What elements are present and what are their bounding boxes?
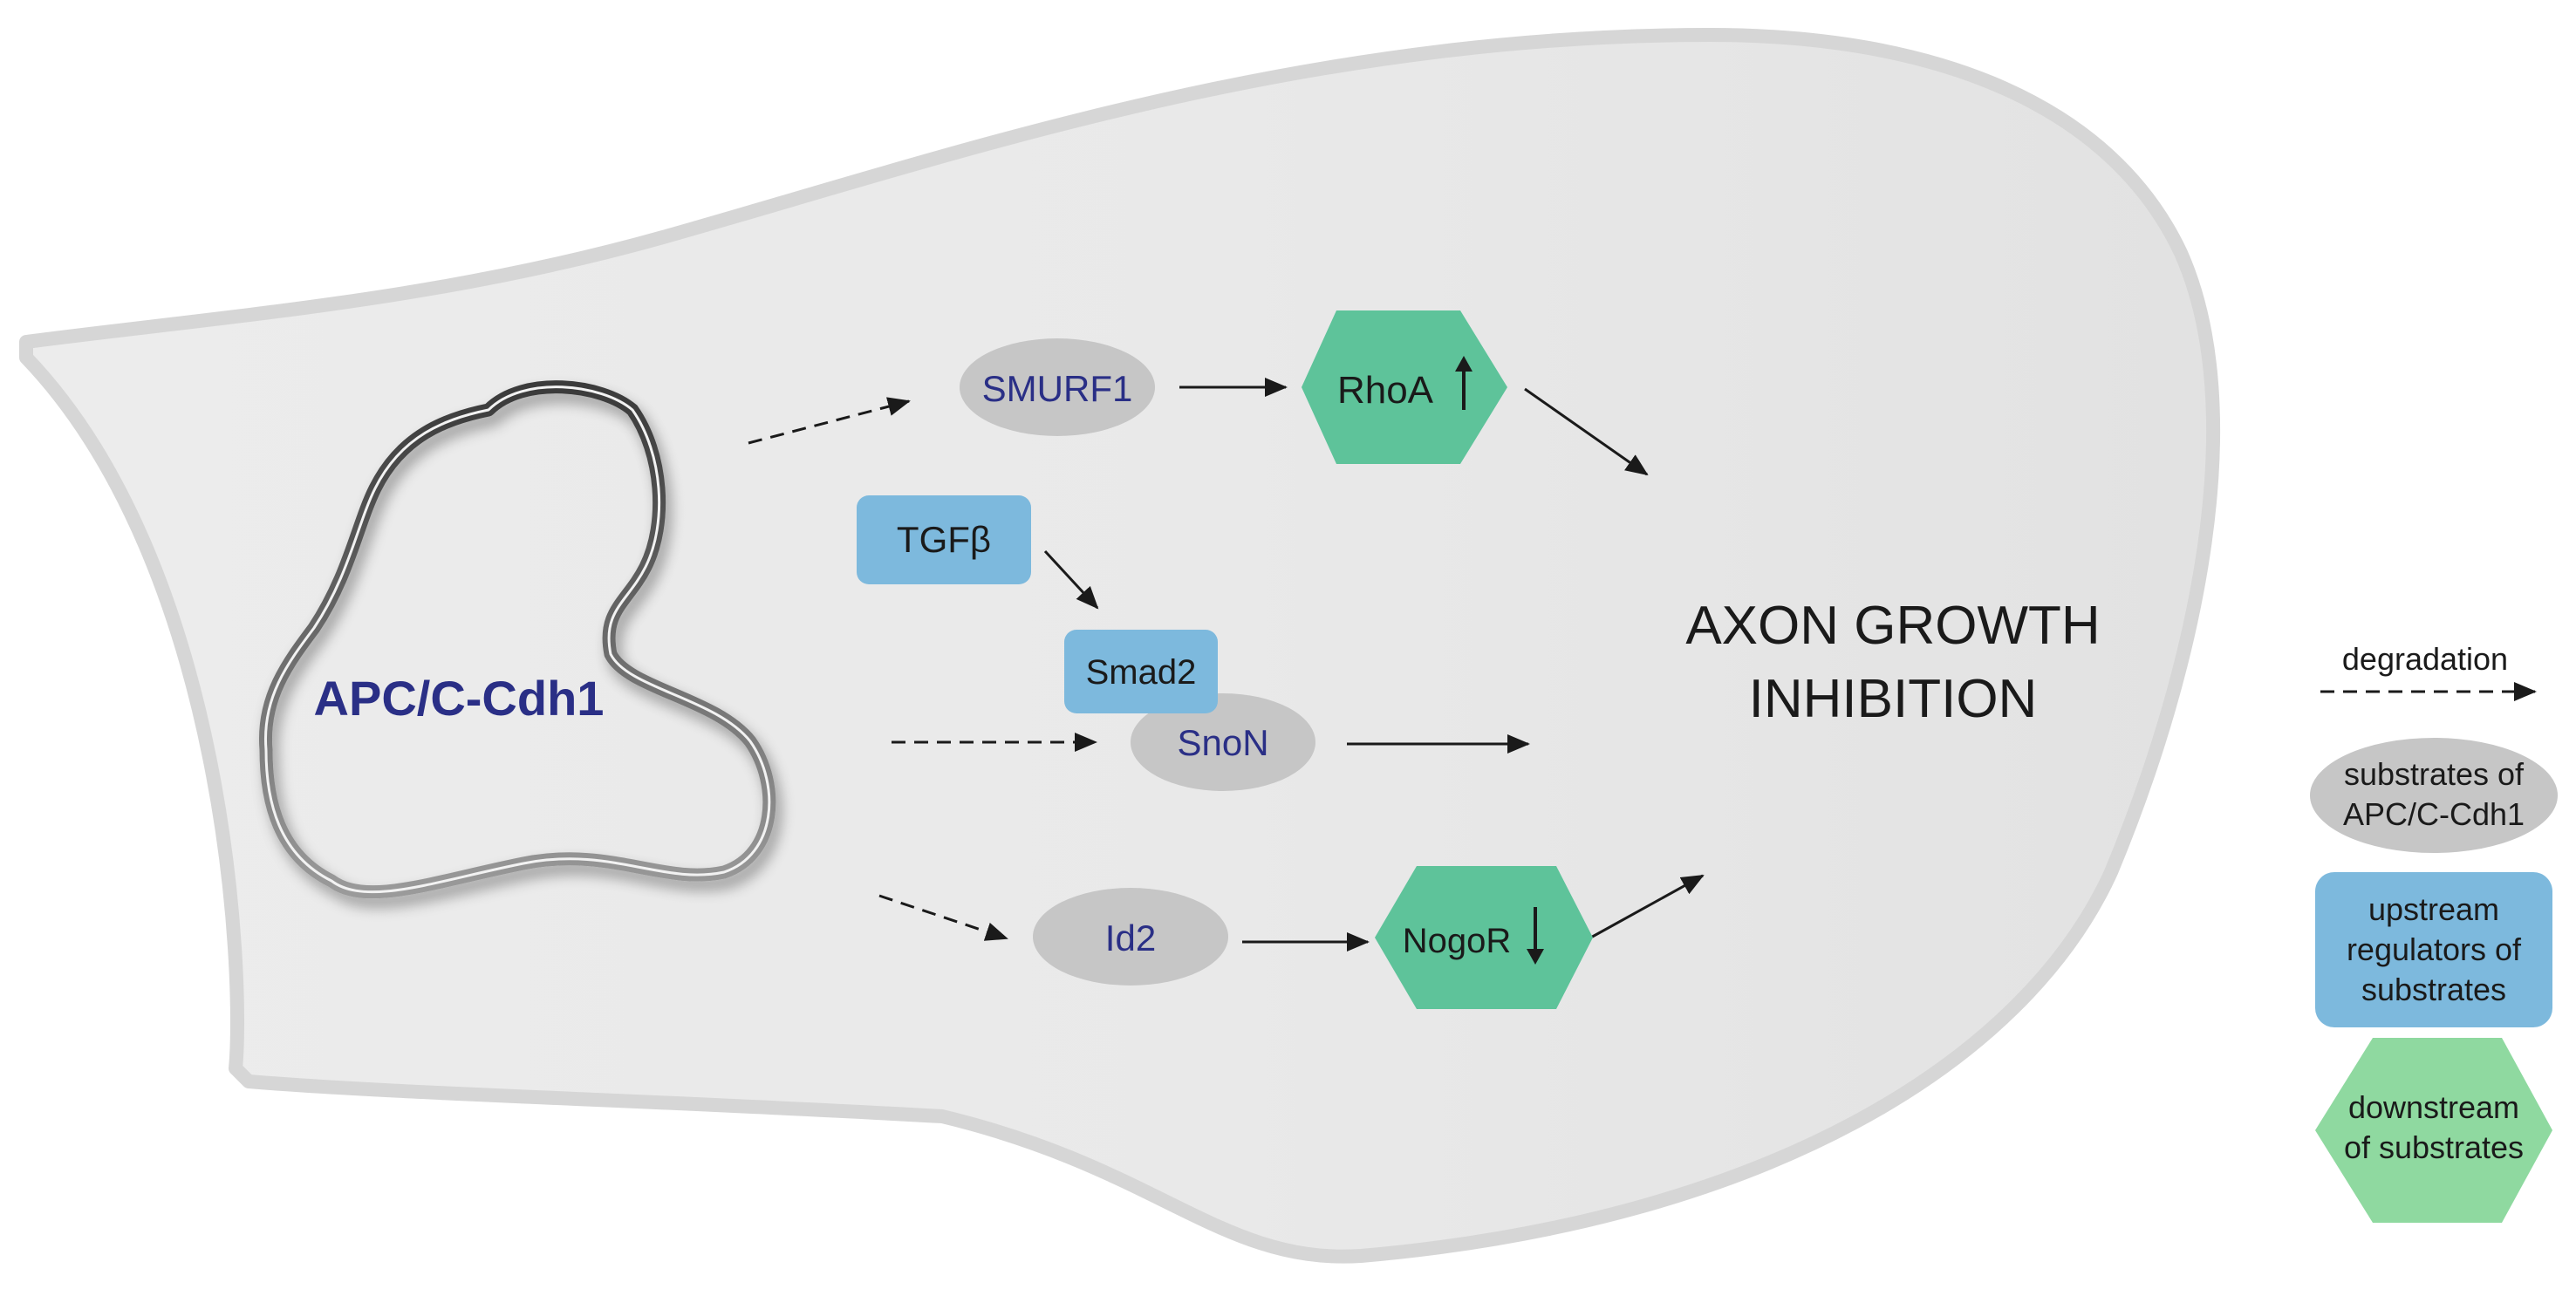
legend-upstream: upstream regulators of substrates [2315,872,2552,1027]
outcome-line1: AXON GROWTH [1685,596,2100,656]
node-snon-label: SnoN [1177,722,1268,763]
legend-substrates: substrates of APC/C-Cdh1 [2310,738,2558,853]
outcome-label: AXON GROWTH INHIBITION [1685,596,2100,729]
node-rhoa-label: RhoA [1337,369,1434,412]
legend-substrates-line2: APC/C-Cdh1 [2343,796,2525,832]
legend-upstream-line2: regulators of [2347,931,2522,967]
node-nogor: NogoR [1375,866,1593,1009]
outcome-line2: INHIBITION [1749,669,2038,729]
nucleus-label: APC/C-Cdh1 [314,671,605,726]
nucleus [258,380,776,899]
node-smad2-label: Smad2 [1086,653,1197,692]
legend: degradation substrates of APC/C-Cdh1 ups… [2310,641,2558,1223]
legend-downstream-line1: downstream [2348,1089,2519,1125]
node-tgfb-label: TGFβ [897,519,991,560]
legend-downstream-line2: of substrates [2344,1129,2524,1165]
legend-upstream-line1: upstream [2368,891,2499,927]
node-nogor-label: NogoR [1403,922,1512,960]
legend-degradation-label: degradation [2342,641,2508,677]
legend-downstream: downstream of substrates [2315,1038,2552,1223]
legend-substrates-line1: substrates of [2344,756,2525,792]
arrow-nogor-outcome [1587,874,1705,941]
node-snon: SnoN [1131,693,1315,791]
node-id2-label: Id2 [1105,917,1156,958]
node-id2: Id2 [1033,888,1228,986]
arrow-degradation-smurf1 [748,397,911,445]
node-tgfb: TGFβ [857,495,1031,584]
down-arrow-icon [1527,907,1544,965]
up-arrow-icon [1455,356,1472,410]
node-smurf1-label: SMURF1 [982,368,1133,409]
node-rhoa: RhoA [1302,310,1507,464]
arrow-tgfb-smad2 [1043,549,1099,610]
node-smad2: Smad2 [1064,630,1218,713]
legend-upstream-line3: substrates [2361,972,2506,1007]
node-smurf1: SMURF1 [960,338,1155,436]
arrow-rhoa-outcome [1524,387,1649,476]
